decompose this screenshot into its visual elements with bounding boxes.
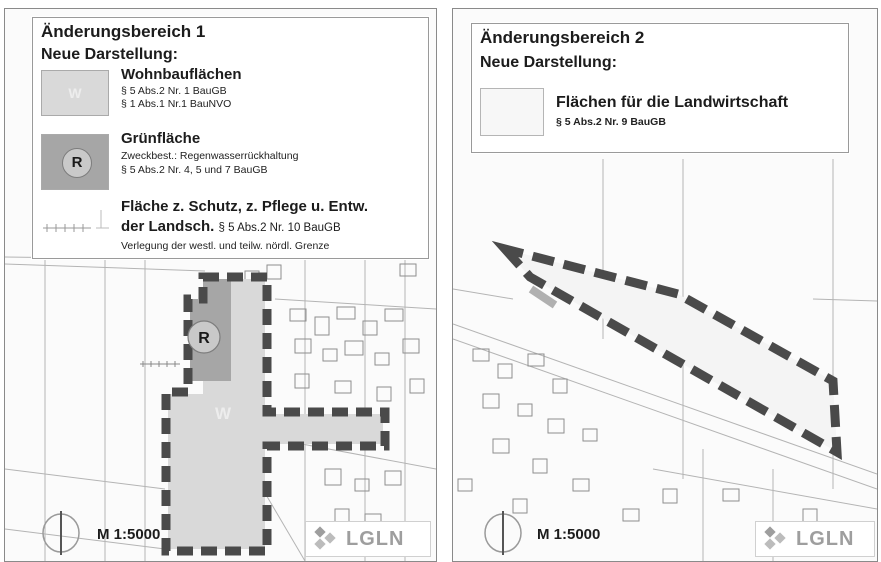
building-outlines-2	[457, 348, 818, 524]
legend-ref-landschaft: § 5 Abs.2 Nr. 10 BauGB	[218, 222, 341, 234]
north-arrow-icon	[42, 511, 80, 555]
legend-heading-landschaft-1: Fläche z. Schutz, z. Pflege u. Entw.	[121, 198, 368, 215]
lgln-logo-1: LGLN	[305, 521, 431, 557]
cadastral-lines-2	[453, 159, 877, 561]
swatch-letter-r: R	[62, 148, 92, 178]
cadastral-lines	[5, 256, 436, 561]
building-outlines	[244, 263, 425, 527]
swatch-wohnbauflaeche: W	[41, 70, 109, 116]
legend-ref-gruen: § 5 Abs.2 Nr. 4, 5 und 7 BauGB	[121, 164, 268, 176]
legend-heading-landschaft-2-text: der Landsch.	[121, 218, 215, 235]
map-canvas-1: R W	[5, 256, 436, 561]
map-panel-aenderungsbereich-1: R W Änderungsbereich 1 Neue Darstellung:…	[4, 8, 437, 562]
legend-box-2: Änderungsbereich 2 Neue Darstellung: Flä…	[471, 23, 849, 153]
landscape-hatch-marks	[140, 361, 180, 367]
lgln-logo-text-1: LGLN	[346, 528, 405, 550]
legend-heading-landwirtschaft: Flächen für die Landwirtschaft	[556, 94, 789, 111]
map-panel-aenderungsbereich-2: Änderungsbereich 2 Neue Darstellung: Flä…	[452, 8, 878, 562]
lgln-logo-text-2: LGLN	[796, 528, 855, 550]
legend-ref-wohnbau-1: § 5 Abs.2 Nr. 1 BauGB	[121, 85, 227, 97]
aenderungsbereich-2-boundary	[491, 240, 842, 461]
lgln-logo-mark-icon-2	[764, 526, 786, 550]
legend-box-1: Änderungsbereich 1 Neue Darstellung: W W…	[32, 17, 429, 259]
legend-ref-wohnbau-2: § 1 Abs.1 Nr.1 BauNVO	[121, 98, 232, 110]
boundary-grey-segment	[528, 285, 558, 309]
swatch-landwirtschaft	[480, 88, 544, 136]
map-label-r: R	[198, 330, 210, 347]
legend-title-1: Änderungsbereich 1	[41, 22, 206, 41]
map-label-w: W	[215, 404, 232, 423]
legend-zweckbestimmung: Zweckbest.: Regenwasserrückhaltung	[121, 150, 299, 162]
legend-heading-wohnbauflaechen: Wohnbauflächen	[121, 66, 242, 83]
scale-label-2: M 1:5000	[537, 526, 601, 543]
scale-label-1: M 1:5000	[97, 526, 161, 543]
swatch-letter-w: W	[68, 85, 82, 101]
legend-ref-landwirtschaft: § 5 Abs.2 Nr. 9 BauGB	[556, 116, 666, 128]
aenderungsbereich-1-boundary	[161, 272, 390, 556]
north-arrow-icon-2	[484, 511, 522, 555]
regenwasser-symbol	[187, 320, 221, 354]
map-canvas-2	[453, 159, 877, 561]
swatch-landschaft-hatch	[43, 210, 109, 232]
swatch-gruenflaeche: R	[41, 134, 109, 190]
legend-note-verlegung: Verlegung der westl. und teilw. nördl. G…	[121, 240, 330, 252]
legend-subtitle-2: Neue Darstellung:	[480, 54, 617, 71]
lgln-logo-mark-icon	[314, 526, 336, 550]
legend-heading-gruenflaeche: Grünfläche	[121, 130, 201, 147]
legend-title-2: Änderungsbereich 2	[480, 28, 645, 47]
lgln-logo-2: LGLN	[755, 521, 875, 557]
legend-heading-landschaft-2: der Landsch. § 5 Abs.2 Nr. 10 BauGB	[121, 218, 341, 235]
legend-subtitle-1: Neue Darstellung:	[41, 46, 178, 63]
